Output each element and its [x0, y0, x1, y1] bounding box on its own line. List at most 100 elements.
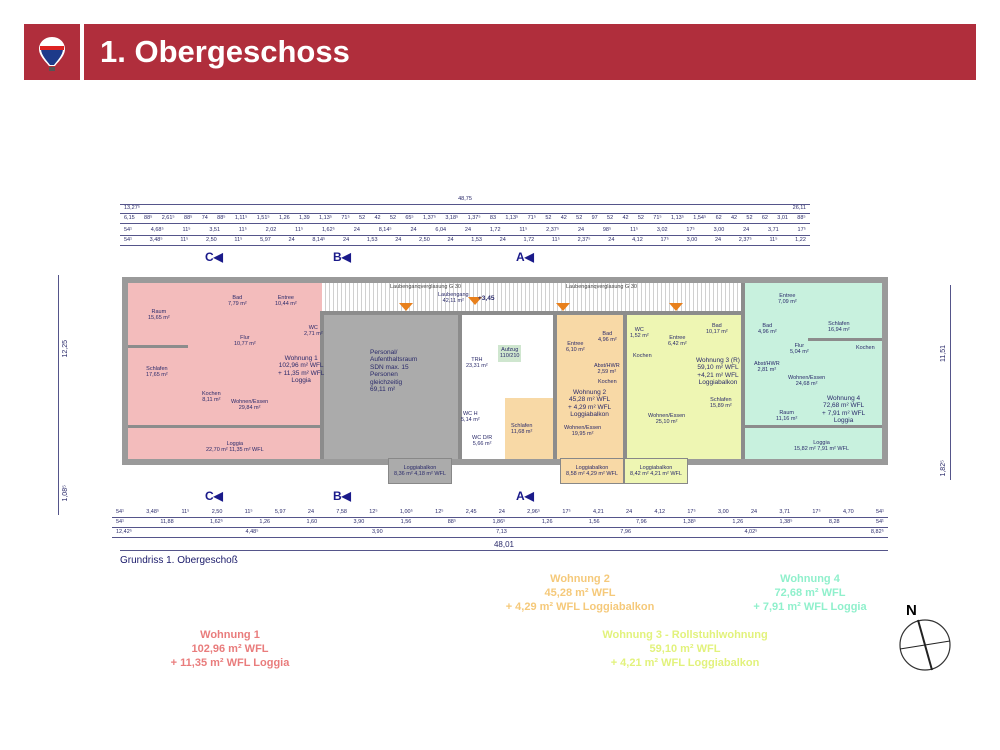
- dimension-value: 6,04: [435, 227, 447, 233]
- dimension-value: 1,26: [259, 519, 271, 525]
- dimension-value: 1,11⁵: [234, 215, 248, 221]
- dim-total-top: 48,75: [120, 195, 810, 205]
- dimension-value: 1,38⁵: [779, 519, 793, 525]
- dimension-value: 7,96: [635, 519, 647, 525]
- dimension-value: 4,48⁵: [245, 529, 259, 535]
- dimension-value: 3,48⁵: [146, 509, 160, 515]
- dimension-value: 7,96: [620, 529, 632, 535]
- dimension-value: 1,62⁵: [321, 227, 335, 233]
- dimension-value: 54¹: [116, 519, 124, 525]
- dimension-value: 4,70: [842, 509, 854, 515]
- unit-1-tag: Wohnung 1 102,96 m² WFL + 11,35 m² WFL L…: [278, 355, 325, 385]
- dimension-value: 1,13⁵: [670, 215, 684, 221]
- compass: N: [898, 602, 954, 672]
- dimension-value: 1,13⁵: [505, 215, 519, 221]
- room-label: Kochen: [598, 379, 617, 385]
- dimension-value: 88⁵: [447, 519, 457, 525]
- dimension-value: 1,72: [523, 237, 535, 243]
- dimension-value: 62: [761, 215, 768, 221]
- dimension-value: 3,02: [656, 227, 668, 233]
- dimension-value: 1,51⁵: [256, 215, 270, 221]
- compass-north-label: N: [906, 602, 917, 619]
- dimension-value: 54¹: [124, 227, 132, 233]
- dimension-value: 12,42⁵: [116, 529, 133, 535]
- dimension-value: 12⁵: [435, 509, 444, 515]
- dimension-value: 24: [499, 237, 506, 243]
- dimension-value: 17⁵: [562, 509, 571, 515]
- dimension-value: 3,90: [353, 519, 365, 525]
- dimension-value: 5,97: [260, 237, 271, 243]
- dimension-value: 11⁵: [630, 227, 639, 233]
- dimension-value: 54¹: [875, 519, 884, 525]
- dimension-value: 1,39: [299, 215, 310, 221]
- dimension-value: 2,37⁵: [738, 237, 752, 243]
- dimension-value: 3,90: [371, 529, 383, 535]
- dimension-value: 97: [591, 215, 598, 221]
- dimension-value: 52: [389, 215, 397, 221]
- dimension-value: 11⁵: [238, 227, 247, 233]
- dimension-value: 24: [498, 509, 505, 515]
- room-label: Kochen: [633, 353, 652, 359]
- dimension-value: 2,02: [265, 227, 277, 233]
- dimension-value: 24: [343, 237, 350, 243]
- dimension-value: 8,14⁵: [378, 227, 392, 233]
- dimension-value: 6,15: [124, 215, 135, 221]
- dimension-value: 71⁵: [527, 215, 537, 221]
- section-marker-b: B◀: [333, 250, 351, 264]
- dimension-value: 11⁵: [182, 227, 191, 233]
- dimension-value: 1,53: [471, 237, 482, 243]
- unit-1-area: [128, 283, 322, 459]
- dimension-value: 1,37⁵: [467, 215, 481, 221]
- dim-offset-right: 1,82⁵: [940, 460, 947, 477]
- dimension-value: 1,56: [400, 519, 412, 525]
- dimension-value: 3,01: [777, 215, 788, 221]
- dimension-value: 11⁵: [181, 509, 190, 515]
- dimension-value: 1,60: [306, 519, 318, 525]
- dimension-value: 1,37⁵: [423, 215, 437, 221]
- page-title: 1. Obergeschoss: [84, 24, 976, 80]
- dimension-value: 11⁵: [244, 509, 253, 515]
- dimension-value: 17⁵: [660, 237, 669, 243]
- dimension-value: 24: [608, 237, 615, 243]
- dimension-value: 4,21: [593, 509, 604, 515]
- dimension-value: 42: [622, 215, 629, 221]
- dimension-value: 42: [731, 215, 738, 221]
- room-label: Personal/ Aufenthaltsraum SDN max. 15 Pe…: [370, 349, 418, 394]
- dimension-value: 88⁵: [184, 215, 193, 221]
- dimension-value: 24: [750, 509, 758, 515]
- dimension-value: 2,37⁵: [577, 237, 591, 243]
- corridor-glazing-label: Laubenganqverglasung G 30: [390, 284, 461, 290]
- dimension-value: 17⁵: [686, 227, 695, 233]
- dimension-value: 7,13: [496, 529, 507, 535]
- dimension-value: 17⁵: [687, 509, 696, 515]
- dimension-value: 1,86⁵: [492, 519, 506, 525]
- dimension-value: 24: [464, 227, 472, 233]
- dimension-value: 2,61⁵: [161, 215, 175, 221]
- corridor-glazing-label-2: Laubenganqverglasung G 30: [566, 284, 637, 290]
- dim-offset-left: 1,08⁵: [62, 485, 69, 502]
- dimension-value: 1,62⁵: [210, 519, 224, 525]
- dimension-value: 24: [577, 227, 585, 233]
